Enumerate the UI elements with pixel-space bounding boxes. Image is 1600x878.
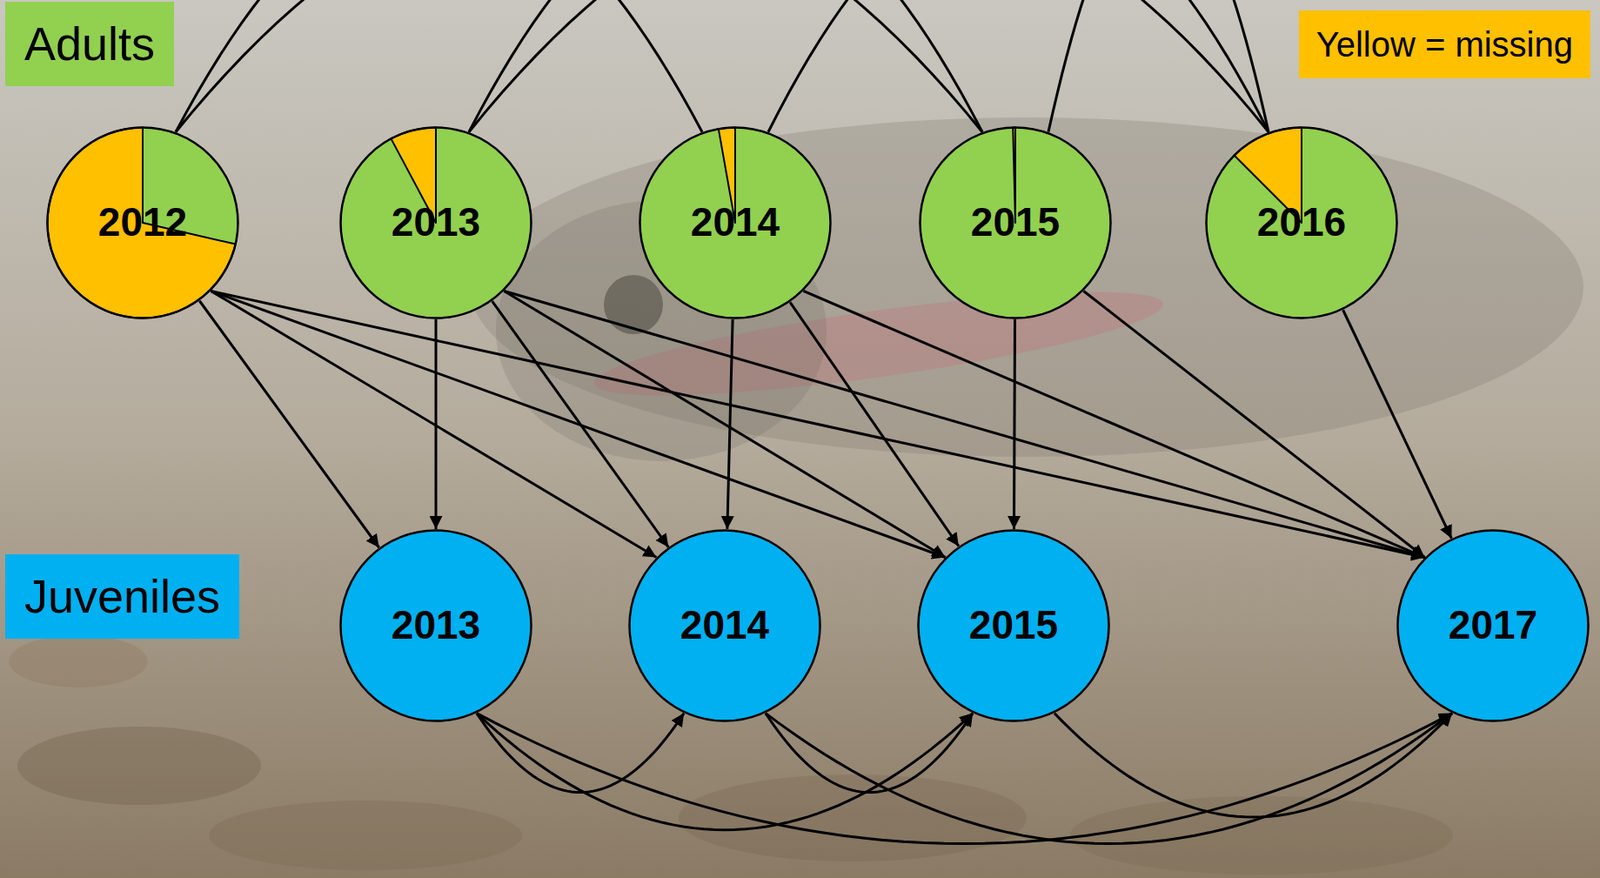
legend-text: Yellow = missing [1316, 22, 1574, 67]
pie-group [1206, 127, 1398, 319]
year-label: 2015 [970, 198, 1060, 247]
pie-group [920, 127, 1112, 319]
pie-group [918, 530, 1110, 722]
year-circle: 2016 [1205, 126, 1399, 320]
connector-arrow [803, 290, 1425, 557]
circle-border [341, 530, 532, 722]
connector-arrow [727, 319, 733, 529]
circle-border [1398, 530, 1589, 722]
group-label: Adults [24, 15, 155, 73]
connector-arrow [765, 713, 1453, 844]
connector-arrow [175, 0, 703, 133]
pie-group [629, 530, 821, 722]
pebble [8, 635, 148, 688]
connector-arrow [768, 0, 1269, 133]
group-label-box: Juveniles [5, 554, 240, 639]
pie-present [640, 127, 831, 319]
year-label: 2014 [680, 601, 770, 650]
connector-arrow [468, 0, 1269, 133]
circle-border [920, 127, 1112, 319]
pie-present [1206, 127, 1398, 319]
year-circle: 2017 [1396, 528, 1590, 723]
year-label: 2017 [1448, 601, 1538, 650]
group-label: Juveniles [24, 568, 221, 625]
year-label: 2016 [1257, 198, 1346, 247]
pie-group [1398, 530, 1589, 722]
year-circle: 2012 [46, 126, 240, 320]
year-label: 2015 [969, 601, 1058, 650]
connector-arrow [210, 290, 945, 557]
connector-arrow [1054, 713, 1453, 817]
connector-arrow [435, 319, 438, 529]
pie-present [1398, 530, 1589, 722]
circle-border [1206, 127, 1398, 319]
year-circle: 2013 [339, 126, 533, 320]
pie-group [640, 127, 831, 319]
circle-border [629, 530, 821, 722]
year-label: 2012 [98, 198, 188, 247]
connector-arrow [468, 0, 983, 133]
year-circle: 2013 [339, 528, 533, 723]
year-circle: 2014 [638, 126, 832, 320]
pie-present [47, 127, 239, 319]
year-label: 2013 [391, 601, 481, 650]
pebble [208, 800, 523, 871]
connector-arrow [1343, 309, 1453, 538]
year-label: 2014 [690, 198, 780, 247]
connector-arrow [1083, 290, 1425, 557]
connector-arrow [789, 301, 959, 546]
connector-arrow [1048, 0, 1269, 133]
pebble [1070, 796, 1453, 875]
pie-present [920, 127, 1112, 319]
connector-arrow [476, 713, 1453, 844]
circle-border [341, 127, 532, 319]
pie-present [918, 530, 1110, 722]
connector-arrow [210, 290, 1425, 557]
pebble [678, 774, 1027, 862]
year-label: 2013 [391, 198, 481, 247]
connector-arrow [210, 290, 657, 557]
connector-arrow [175, 0, 983, 133]
year-circle: 2015 [918, 126, 1112, 320]
year-circle: 2014 [628, 528, 822, 723]
pie-present [341, 127, 532, 319]
pie-group [341, 127, 532, 319]
connector-arrow [503, 290, 945, 557]
pie-present [341, 530, 532, 722]
connector-arrow [503, 290, 1425, 557]
circle-border [47, 127, 239, 319]
circle-border [918, 530, 1110, 722]
connector-arrow [1013, 319, 1015, 529]
pie-present [629, 530, 821, 722]
pebble [17, 726, 262, 805]
legend-item: Yellow = missing [1298, 10, 1591, 79]
pie-group [47, 127, 239, 319]
group-label-box: Adults [5, 1, 175, 87]
year-circle: 2015 [917, 528, 1111, 723]
fish-eye [603, 274, 663, 335]
pie-group [341, 530, 532, 722]
connector-arrow [476, 713, 684, 793]
circle-border [640, 127, 831, 319]
